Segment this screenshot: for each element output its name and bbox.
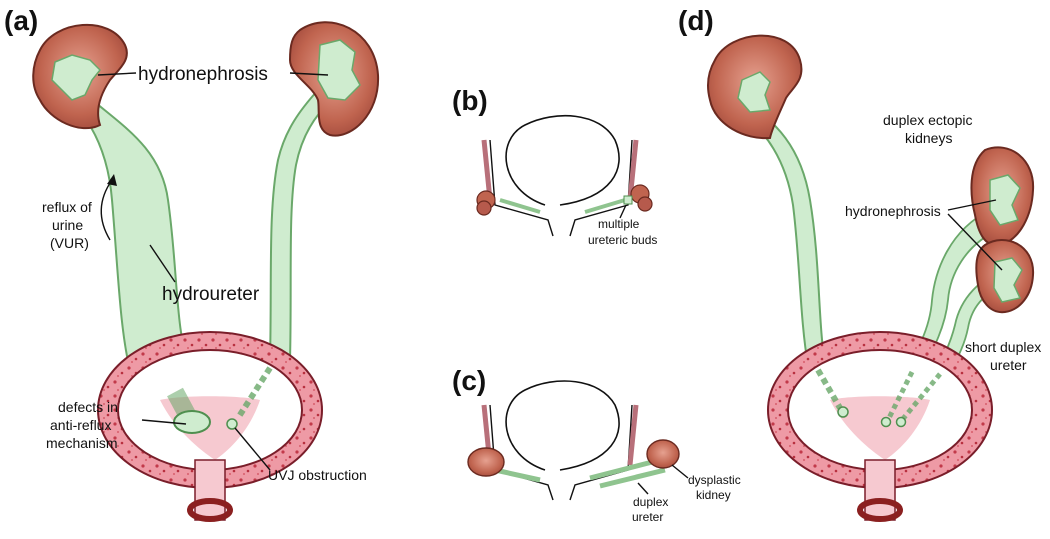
label-duplex-ureter: duplex ureter	[632, 495, 668, 524]
label-dysplastic-kidney: dysplastic kidney	[688, 473, 741, 502]
panel-c-label: (c)	[452, 365, 486, 396]
bladder-a	[97, 331, 323, 522]
label-defects: defects in anti-reflux mechanism	[46, 399, 118, 451]
panel-c: (c) duplex ureter dysplastic kidney	[452, 365, 741, 524]
label-uvj-obstruction: UVJ obstruction	[268, 467, 367, 483]
svg-text:short duplex: short duplex	[965, 339, 1041, 355]
label-hydronephrosis-a: hydronephrosis	[138, 64, 268, 85]
left-ureter-d	[740, 98, 827, 366]
right-renal-pelvis	[317, 39, 361, 101]
svg-text:anti-reflux: anti-reflux	[50, 417, 111, 433]
svg-text:duplex: duplex	[633, 495, 668, 509]
svg-text:multiple: multiple	[598, 217, 640, 231]
panel-a-label: (a)	[4, 5, 38, 36]
label-hydronephrosis-d: hydronephrosis	[845, 203, 941, 219]
label-reflux: reflux of urine (VUR)	[42, 199, 92, 251]
bladder-outline-c	[505, 380, 620, 471]
reflux-arrow	[100, 179, 113, 241]
panel-a: (a) hydronephrosis reflux	[4, 5, 380, 522]
svg-text:mechanism: mechanism	[46, 435, 118, 451]
bladder-d	[767, 331, 993, 522]
panel-d: (d) duplex ectopic ki	[678, 5, 1041, 522]
dysplastic-kidney	[646, 439, 680, 469]
svg-text:dysplastic: dysplastic	[688, 473, 741, 487]
svg-text:duplex ectopic: duplex ectopic	[883, 112, 973, 128]
kidney-left-c	[467, 447, 505, 477]
panel-b: (b) multiple ureteric buds	[452, 85, 657, 247]
panel-d-label: (d)	[678, 5, 714, 36]
panel-b-label: (b)	[452, 85, 488, 116]
label-short-duplex-ureter: short duplex ureter	[965, 339, 1041, 373]
svg-text:defects in: defects in	[58, 399, 118, 415]
bladder-outline-b	[505, 115, 620, 206]
label-hydroureter: hydroureter	[162, 284, 260, 305]
label-duplex-ectopic-kidneys: duplex ectopic kidneys	[883, 112, 973, 146]
label-multiple-ureteric-buds: multiple ureteric buds	[588, 217, 657, 247]
svg-text:kidney: kidney	[696, 488, 731, 502]
left-renal-pelvis	[51, 54, 102, 101]
svg-text:ureter: ureter	[990, 357, 1027, 373]
svg-text:ureter: ureter	[632, 510, 663, 524]
svg-text:reflux of: reflux of	[42, 199, 92, 215]
svg-text:ureteric buds: ureteric buds	[588, 233, 657, 247]
svg-text:(VUR): (VUR)	[50, 235, 89, 251]
svg-text:urine: urine	[52, 217, 83, 233]
svg-text:kidneys: kidneys	[905, 130, 952, 146]
